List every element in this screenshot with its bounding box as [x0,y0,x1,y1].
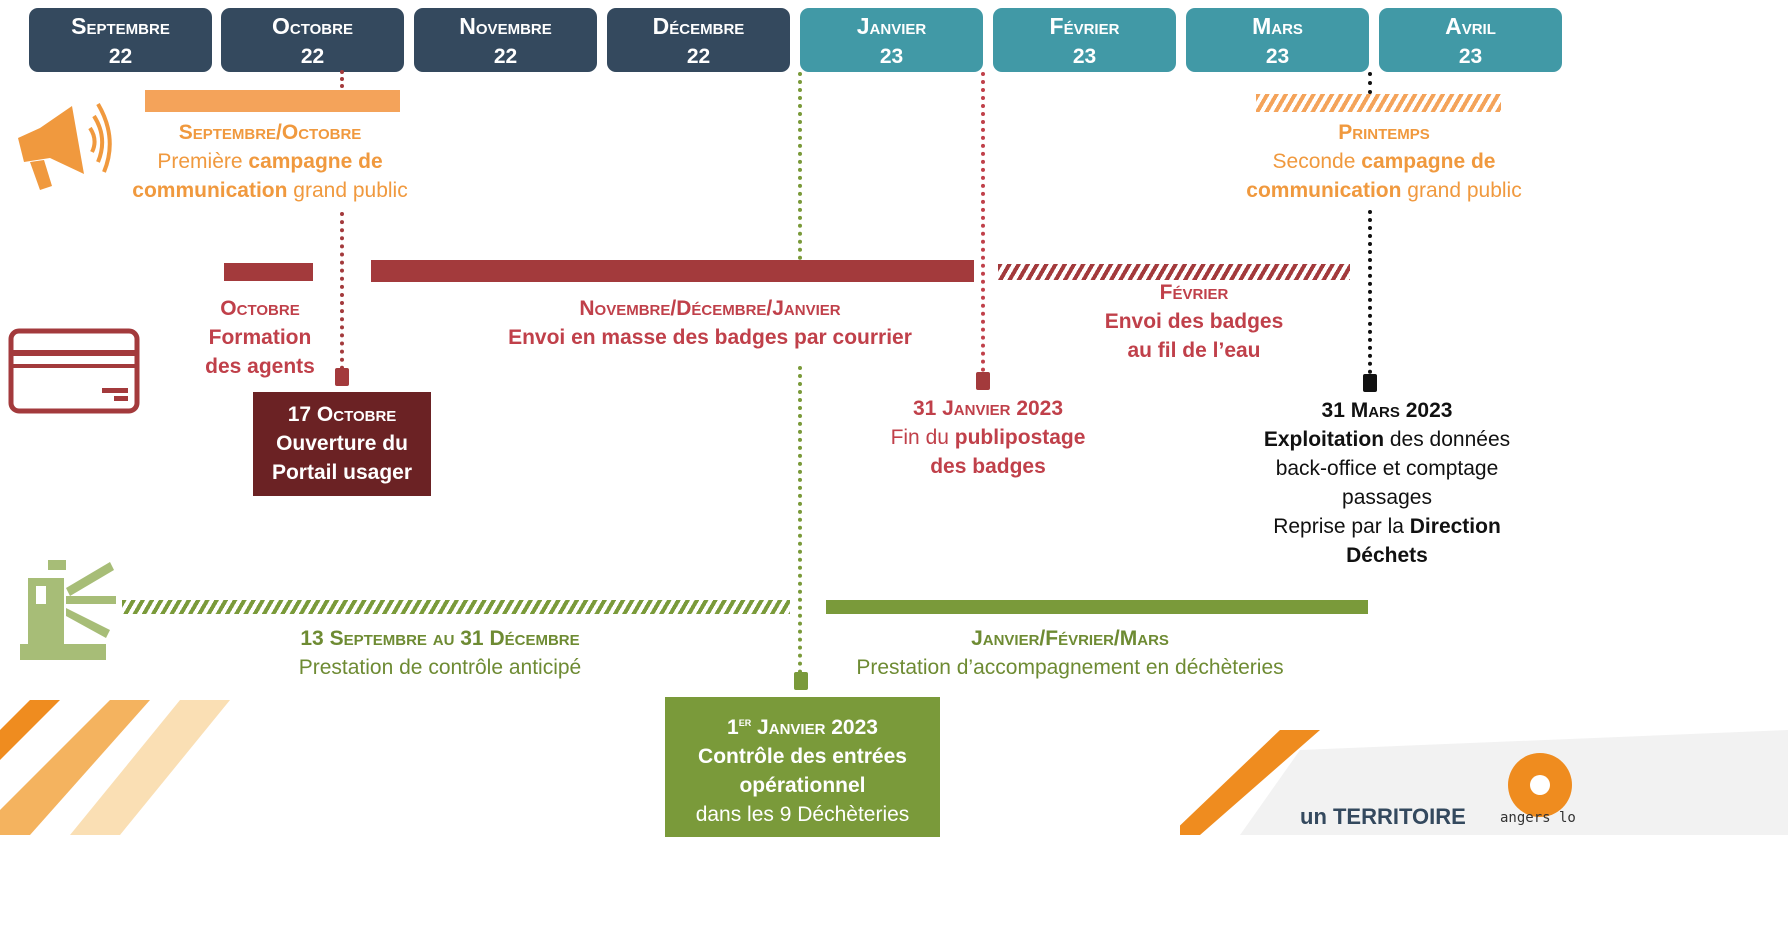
exploitation-bold: Exploitation [1263,428,1385,451]
exploitation-text: 31 Mars 2023 Exploitation des données ba… [1252,396,1522,570]
support-service-period: Janvier/Février/Mars [971,627,1169,650]
month-header-february: Février 23 [993,8,1176,72]
barrier-gate-icon [20,560,116,660]
portal-marker [335,368,349,386]
march-end-line [1368,72,1372,94]
january-green-line [798,366,802,674]
month-name: Décembre [652,13,745,39]
second-campaign-period: Printemps [1338,121,1430,144]
anticipated-control-text: 13 Septembre au 31 Décembre Prestation d… [230,624,650,682]
support-service-desc: Prestation d’accompagnement en déchèteri… [856,656,1284,679]
anticipated-control-desc: Prestation de contrôle anticipé [298,656,582,679]
exploitation-date: 31 Mars 2023 [1321,399,1453,422]
second-campaign-post: grand public [1401,179,1522,202]
anticipated-control-period: 13 Septembre au 31 Décembre [300,627,580,650]
anticipated-control-bar [122,600,790,614]
october-connector-line [340,212,344,370]
month-year: 22 [686,45,711,68]
first-campaign-period: Septembre/Octobre [178,121,362,144]
mass-mailing-period: Novembre/Décembre/Janvier [579,297,841,320]
mailing-end-text: 31 Janvier 2023 Fin du publipostage des … [880,394,1096,481]
mailing-end-bold: publipostage des badges [930,426,1086,478]
mass-mailing-text: Novembre/Décembre/Janvier Envoi en masse… [480,294,940,352]
portal-date: 17 Octobre [287,403,397,426]
second-campaign-bar [1256,94,1501,112]
flow-mailing-desc: Envoi des badges au fil de l’eau [1104,310,1284,362]
first-campaign-pre: Première [157,150,249,173]
month-name: Mars [1252,13,1303,39]
portal-desc: Ouverture du Portail usager [271,432,413,484]
training-desc: Formation des agents [205,326,315,378]
first-campaign-post: grand public [287,179,408,202]
mailing-end-pre: Fin du [890,426,955,449]
march-end-line [1368,210,1372,374]
control-date-rest: Janvier 2023 [751,716,878,739]
october-connector-line [340,70,344,88]
month-name: Septembre [71,13,170,39]
january-end-line [981,72,985,372]
mailing-end-date: 31 Janvier 2023 [912,397,1064,420]
month-name: Octobre [272,13,353,39]
support-service-text: Janvier/Février/Mars Prestation d’accomp… [830,624,1310,682]
control-date-sup: er [738,714,752,729]
month-header-november: Novembre 22 [414,8,597,72]
exploitation-desc: des données back-office et comptage pass… [1275,428,1511,509]
exploitation-marker [1363,374,1377,392]
month-year: 23 [1265,45,1290,68]
month-header-march: Mars 23 [1186,8,1369,72]
training-bar [224,263,313,281]
month-name: Avril [1445,13,1496,39]
mass-mailing-bar [371,260,974,282]
second-campaign-pre: Seconde [1272,150,1362,173]
support-service-bar [826,600,1368,614]
month-header-april: Avril 23 [1379,8,1562,72]
month-header-september: Septembre 22 [29,8,212,72]
month-year: 23 [1458,45,1483,68]
month-year: 23 [879,45,904,68]
month-name: Février [1049,13,1120,39]
training-text: Octobre Formation des agents [196,294,324,381]
flow-mailing-text: Février Envoi des badges au fil de l’eau [1090,278,1298,365]
control-marker [794,672,808,690]
month-header-december: Décembre 22 [607,8,790,72]
month-name: Janvier [856,13,927,39]
second-campaign-text: Printemps Seconde campagne de communicat… [1236,118,1532,205]
mailing-end-marker [976,372,990,390]
training-period: Octobre [220,297,300,320]
first-campaign-bold: campagne de communication [132,150,383,202]
first-campaign-text: Septembre/Octobre Première campagne de c… [110,118,430,205]
portal-opening-box: 17 Octobre Ouverture du Portail usager [253,392,431,496]
month-year: 22 [108,45,133,68]
month-name: Novembre [459,13,552,39]
megaphone-icon [18,102,112,190]
mass-mailing-desc: Envoi en masse des badges par courrier [508,326,912,349]
decorative-stripes [0,700,230,835]
month-year: 22 [493,45,518,68]
footer-slogan: un TERRITOIRE [1300,804,1466,829]
january-green-line [798,72,802,260]
control-desc-bold: Contrôle des entrées opérationnel [698,745,907,797]
footer-brand: angers lo [1500,810,1576,826]
footer-shape [1180,730,1788,835]
badge-card-icon [8,328,140,414]
month-year: 23 [1072,45,1097,68]
control-operational-box: 1er Janvier 2023 Contrôle des entrées op… [665,697,940,837]
month-header-october: Octobre 22 [221,8,404,72]
flow-mailing-bar [998,264,1350,280]
month-year: 22 [300,45,325,68]
control-desc: dans les 9 Déchèteries [695,803,910,826]
flow-mailing-period: Février [1159,281,1229,304]
second-campaign-bold: campagne de communication [1246,150,1496,202]
first-campaign-bar [145,90,400,112]
month-header-january: Janvier 23 [800,8,983,72]
control-date-num: 1 [727,716,739,739]
takeover-bold: Direction Déchets [1346,515,1501,567]
takeover-pre: Reprise par la [1273,515,1410,538]
